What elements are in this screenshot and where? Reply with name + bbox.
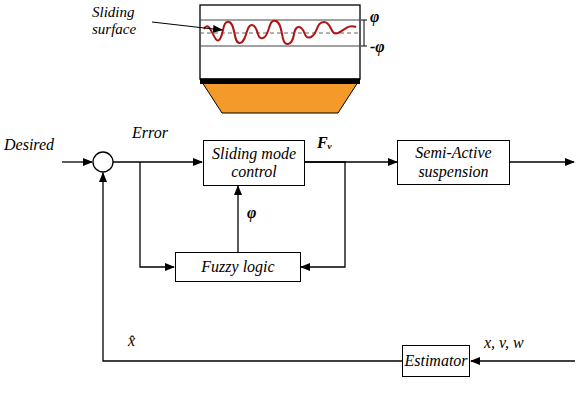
node-text: Estimator bbox=[404, 352, 467, 370]
plant-box: Semi-Active suspension bbox=[397, 140, 510, 185]
leader-line bbox=[152, 22, 222, 30]
node-text: Semi-Active suspension bbox=[403, 144, 504, 181]
orange-funnel bbox=[200, 79, 360, 113]
edge-label: φ bbox=[246, 204, 257, 222]
bound-dimension bbox=[364, 20, 365, 46]
funnel-rim bbox=[200, 79, 360, 84]
signal-name: x, v, w bbox=[484, 334, 524, 352]
estimator-box: Estimator bbox=[402, 345, 470, 377]
signal-name: Desired bbox=[4, 136, 54, 154]
bound-label: φ bbox=[370, 8, 379, 26]
signal-connector bbox=[301, 162, 345, 267]
signal-name: Error bbox=[132, 124, 168, 142]
sliding-trajectory bbox=[204, 21, 356, 44]
edge-label: Fᵥ bbox=[316, 134, 333, 152]
summing-junction bbox=[93, 152, 113, 172]
output-wire bbox=[510, 161, 574, 162]
error-branch-wire bbox=[140, 162, 174, 267]
controller-box: Sliding mode control bbox=[203, 140, 305, 186]
node-text: Sliding mode control bbox=[209, 145, 299, 182]
signal-connector bbox=[237, 186, 238, 252]
feedback-wire bbox=[103, 173, 402, 361]
measurement-wire bbox=[471, 360, 575, 361]
bound-label: -φ bbox=[370, 38, 385, 56]
upper-bound-line bbox=[200, 20, 360, 21]
surface-panel bbox=[200, 5, 360, 79]
signal-name: x̂ bbox=[128, 332, 135, 350]
node-text: Fuzzy logic bbox=[201, 258, 274, 276]
desired-wire bbox=[62, 161, 92, 162]
callout-label: Sliding surface bbox=[92, 4, 152, 39]
lower-bound-line bbox=[200, 46, 360, 47]
bound-tick bbox=[361, 20, 367, 21]
bound-tick bbox=[361, 46, 367, 47]
error-wire bbox=[113, 161, 202, 162]
fuzzy-box: Fuzzy logic bbox=[175, 252, 301, 282]
